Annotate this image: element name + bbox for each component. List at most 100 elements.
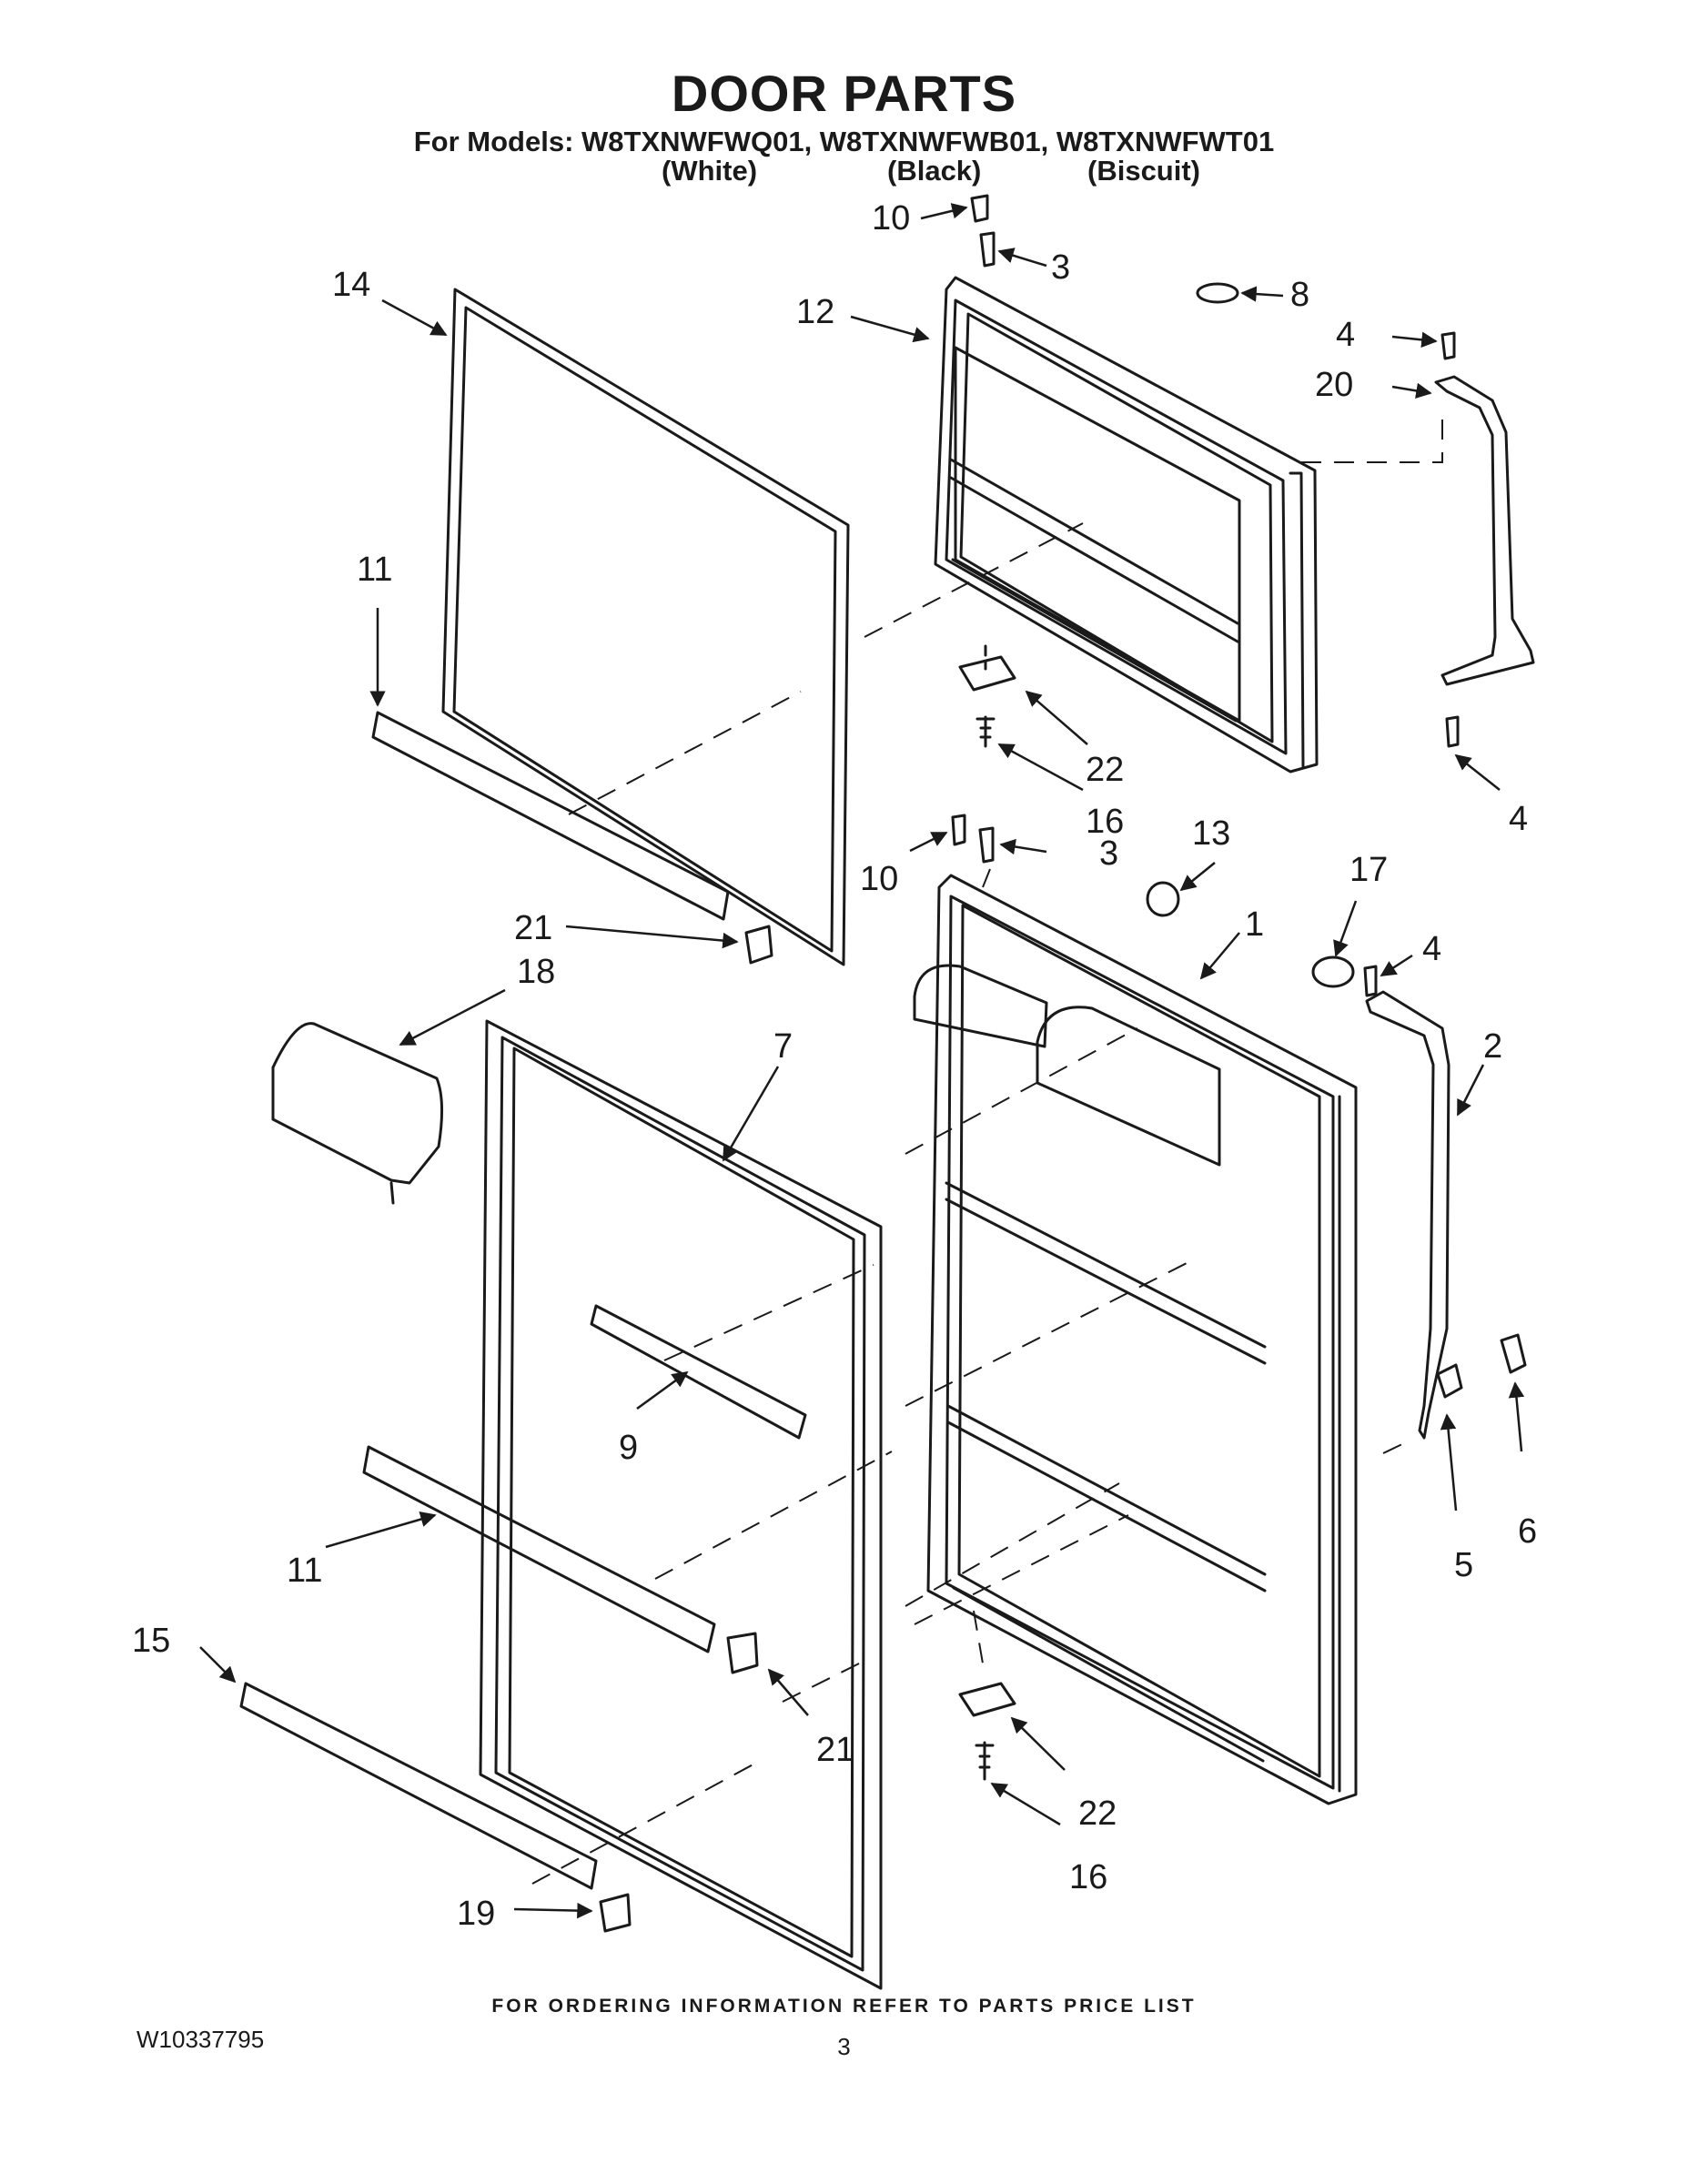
leader-16-lower [990, 1782, 1061, 1826]
leader-18 [399, 988, 506, 1046]
hinge-pin-10-upper [970, 194, 989, 223]
hinge-pin-10-lower [951, 814, 966, 846]
callout-21-upper: 21 [514, 909, 552, 947]
leader-8 [1240, 286, 1284, 302]
callout-4-lower: 4 [1509, 800, 1528, 838]
leader-4-lower [1454, 753, 1501, 791]
assembly-line [905, 1027, 1138, 1155]
leader-20 [1391, 382, 1432, 399]
leader-4-fresh [1380, 954, 1413, 977]
callout-13: 13 [1192, 814, 1230, 853]
lower-hinge [958, 1682, 1016, 1717]
assembly-line [973, 1610, 984, 1664]
assembly-line [568, 691, 802, 815]
upper-hinge [958, 655, 1016, 692]
assembly-line [905, 1259, 1193, 1407]
callout-10-upper: 10 [872, 199, 910, 238]
callout-21-lower: 21 [816, 1731, 854, 1769]
leader-11-lower [325, 1512, 437, 1549]
clip-21-upper [744, 925, 773, 965]
screw-3-lower [978, 826, 995, 864]
upper-hinge-screw [975, 715, 996, 748]
assembly-line [982, 868, 991, 888]
leader-19 [513, 1902, 593, 1919]
leader-12 [850, 315, 930, 343]
screw-3-upper [979, 231, 996, 268]
callout-22-upper: 22 [1086, 751, 1124, 789]
leader-3-lower [999, 838, 1047, 855]
assembly-line [531, 1760, 761, 1885]
color-biscuit: (Biscuit) [1087, 155, 1200, 187]
leader-6 [1508, 1381, 1525, 1452]
color-white: (White) [662, 155, 758, 187]
trim-strip-11-upper [371, 711, 730, 921]
assembly-line [782, 1660, 865, 1703]
callout-11-upper: 11 [357, 551, 392, 589]
callout-1: 1 [1245, 905, 1264, 944]
callout-3-upper: 3 [1051, 248, 1070, 287]
leader-17 [1333, 900, 1358, 957]
page-number: 3 [837, 2033, 851, 2060]
callout-19: 19 [457, 1895, 495, 1933]
callout-12: 12 [796, 293, 834, 331]
callout-20: 20 [1315, 366, 1353, 404]
leader-21-lower [767, 1668, 809, 1716]
callout-7: 7 [773, 1027, 793, 1066]
color-black: (Black) [887, 155, 982, 187]
callout-4-upper: 4 [1336, 316, 1355, 354]
leader-10-upper [920, 203, 968, 220]
assembly-line [914, 1514, 1129, 1625]
screw-4-upper-handle [1440, 331, 1456, 360]
screw-4-fresh-handle [1363, 965, 1378, 997]
leader-15 [199, 1646, 237, 1684]
models-line: For Models: W8TXNWFWQ01, W8TXNWFWB01, W8… [413, 126, 1275, 157]
callout-17: 17 [1349, 851, 1388, 889]
callout-8: 8 [1290, 276, 1309, 314]
assembly-line [1301, 410, 1443, 463]
trim-strip-11-lower [362, 1445, 716, 1653]
callout-9: 9 [619, 1429, 638, 1467]
plug-17 [1311, 956, 1355, 988]
leader-3-upper [997, 248, 1047, 268]
leader-22-lower [1010, 1716, 1066, 1771]
assembly-line [1382, 1441, 1407, 1454]
assembly-line [654, 1451, 893, 1580]
fresh-food-door [913, 874, 1358, 1805]
leader-4-upper [1391, 331, 1438, 349]
callout-4-fresh: 4 [1422, 930, 1441, 968]
door-cap [1196, 282, 1239, 304]
assembly-line [864, 522, 1084, 638]
leader-22-upper [1025, 690, 1088, 745]
leader-13 [1179, 862, 1216, 892]
page-title: DOOR PARTS [671, 65, 1017, 122]
leader-10-lower [909, 831, 948, 853]
fresh-food-door-gasket [479, 1019, 883, 1990]
freezer-door-gasket [441, 288, 850, 966]
callout-15: 15 [132, 1622, 170, 1660]
callout-5: 5 [1454, 1546, 1473, 1584]
assembly-line [663, 1264, 874, 1361]
leader-14 [381, 298, 448, 337]
assembly-line [905, 1482, 1120, 1607]
leader-2 [1456, 1064, 1485, 1117]
trim-strip-15 [239, 1682, 598, 1890]
clip-19 [599, 1893, 632, 1933]
leader-1 [1199, 932, 1240, 980]
cover-6 [1500, 1333, 1527, 1374]
leader-16-upper [997, 743, 1084, 792]
leader-9 [636, 1370, 689, 1410]
callout-6: 6 [1518, 1512, 1537, 1551]
cam-13 [1146, 881, 1180, 917]
callout-11-lower: 11 [287, 1552, 322, 1590]
leader-21-upper [565, 925, 739, 949]
freezer-handle [1434, 375, 1535, 686]
ordering-note: FOR ORDERING INFORMATION REFER TO PARTS … [491, 1996, 1197, 2017]
callout-22-lower: 22 [1078, 1795, 1117, 1833]
dairy-compartment [271, 1022, 444, 1205]
callout-numbers: 10 3 8 14 12 4 20 11 22 16 4 10 3 13 1 1… [132, 199, 1537, 1933]
callout-18: 18 [517, 953, 555, 991]
callout-3-lower: 3 [1099, 834, 1118, 873]
screw-4-lower-freezer [1445, 715, 1460, 748]
screw-5 [1436, 1363, 1463, 1399]
